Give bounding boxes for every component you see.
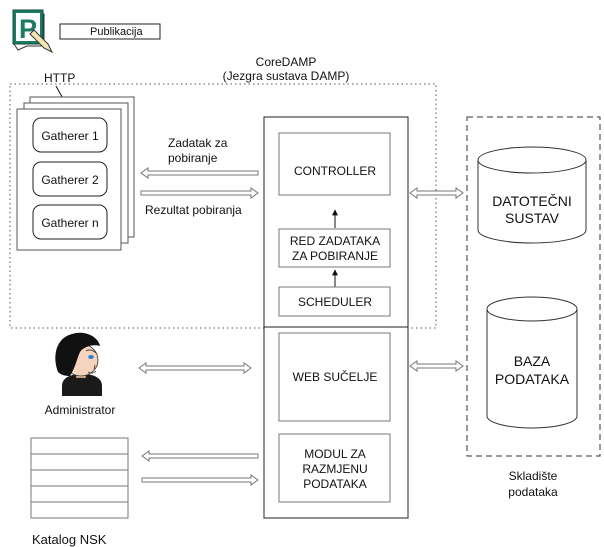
exchange-module-line2: RAZMJENU xyxy=(302,462,367,476)
queue-box xyxy=(278,228,391,268)
gatherer-stack: Gatherer 1 Gatherer 2 Gatherer n xyxy=(16,96,135,251)
queue-label-line1: RED ZADATAKA xyxy=(290,234,380,248)
result-arrow-label: Rezultat pobiranja xyxy=(145,203,242,217)
http-label: HTTP xyxy=(44,71,75,85)
controller-box xyxy=(278,132,391,196)
publication-icon: P xyxy=(12,9,54,54)
administrator-icon xyxy=(55,332,102,396)
gatherer-1-box xyxy=(32,117,108,153)
exchange-module-line3: PODATAKA xyxy=(303,477,367,491)
gatherer-1-label: Gatherer 1 xyxy=(41,129,99,143)
storage-label-line2: podataka xyxy=(508,485,558,499)
publication-icon-letter: P xyxy=(19,14,37,44)
gatherer-2-label: Gatherer 2 xyxy=(41,173,99,187)
database-label-line1: BAZA xyxy=(514,353,551,369)
catalog-icon xyxy=(30,437,129,519)
controller-filesystem-arrow xyxy=(409,187,464,199)
administrator-label: Administrator xyxy=(45,403,116,417)
file-system-label-line1: DATOTEČNI xyxy=(492,193,572,209)
file-system-cylinder: DATOTEČNI SUSTAV xyxy=(477,146,587,244)
publication-label-box xyxy=(59,23,161,40)
admin-web-arrow xyxy=(138,362,252,374)
task-arrow xyxy=(140,167,259,179)
result-arrow xyxy=(140,187,259,199)
database-cylinder: BAZA PODATAKA xyxy=(486,296,578,429)
exchange-module-box xyxy=(278,433,391,503)
gatherer-n-label: Gatherer n xyxy=(41,216,98,230)
catalog-to-exchange-arrow xyxy=(141,474,259,486)
gatherer-n-box xyxy=(32,204,108,240)
scheduler-box xyxy=(278,286,391,317)
task-arrow-label-line1: Zadatak za xyxy=(168,136,228,150)
coredamp-boundary xyxy=(9,83,437,329)
gatherer-2-box xyxy=(32,161,108,197)
controller-label: CONTROLLER xyxy=(294,164,376,178)
coredamp-subtitle: (Jezgra sustava DAMP) xyxy=(223,69,350,83)
publication-group: Publikacija P xyxy=(12,9,161,54)
file-system-label-line2: SUSTAV xyxy=(505,210,560,226)
storage-label-line1: Skladište xyxy=(509,469,558,483)
scheduler-label: SCHEDULER xyxy=(298,295,372,309)
catalog-label: Katalog NSK xyxy=(32,532,107,547)
coredamp-title: CoreDAMP xyxy=(256,55,317,69)
database-label-line2: PODATAKA xyxy=(495,371,570,387)
publication-label: Publikacija xyxy=(90,26,143,38)
web-interface-box xyxy=(278,332,391,422)
queue-label-line2: ZA POBIRANJE xyxy=(292,249,378,263)
storage-boundary xyxy=(466,116,601,457)
web-database-arrow xyxy=(409,360,464,372)
web-interface-label: WEB SUČELJE xyxy=(293,369,378,384)
exchange-to-catalog-arrow xyxy=(141,450,259,462)
task-arrow-label-line2: pobiranje xyxy=(168,151,218,165)
exchange-module-line1: MODUL ZA xyxy=(304,447,366,461)
